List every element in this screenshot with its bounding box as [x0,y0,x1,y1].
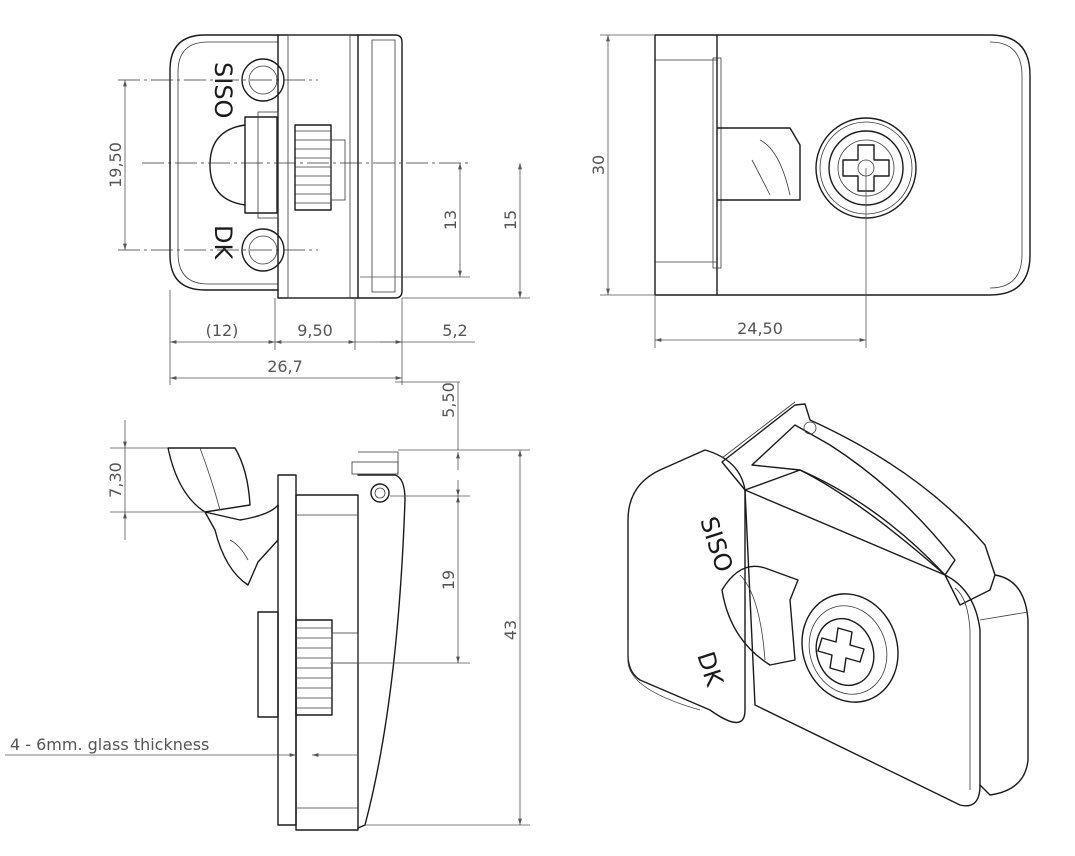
dim-24-50: 24,50 [737,319,783,338]
dim-43: 43 [501,620,520,640]
side-view [654,34,1031,296]
engraved-brand-iso: SISO [694,513,738,575]
dim-15: 15 [501,210,520,230]
dim-5-2: 5,2 [442,321,467,340]
dim-5-50: 5,50 [439,382,458,418]
thread-lines [295,130,331,204]
engraved-suffix-front: DK [209,225,237,260]
dim-13: 13 [441,210,460,230]
dim-12: (12) [206,321,239,340]
bottom-view [167,447,406,831]
bottom-view-dimensions: 5,50 7,30 19 43 4 - 6mm. glass thickness [5,381,530,826]
dim-30: 30 [589,155,608,175]
dim-7-30: 7,30 [106,462,125,498]
engraved-suffix-iso: DK [691,648,729,690]
engraved-brand-front: SISO [209,62,237,118]
side-view-dimensions: 30 24,50 [589,34,867,348]
isometric-view: SISO DK [627,401,1029,807]
dim-19-50: 19,50 [106,142,125,188]
front-view: SISO DK [118,34,470,299]
dim-9-50: 9,50 [297,321,333,340]
front-view-dimensions: 19,50 13 15 (12) 9,50 5,2 26,7 [106,80,530,385]
glass-thickness-callout: 4 - 6mm. glass thickness [10,735,209,754]
dim-26-7: 26,7 [267,357,303,376]
dim-19: 19 [439,570,458,590]
